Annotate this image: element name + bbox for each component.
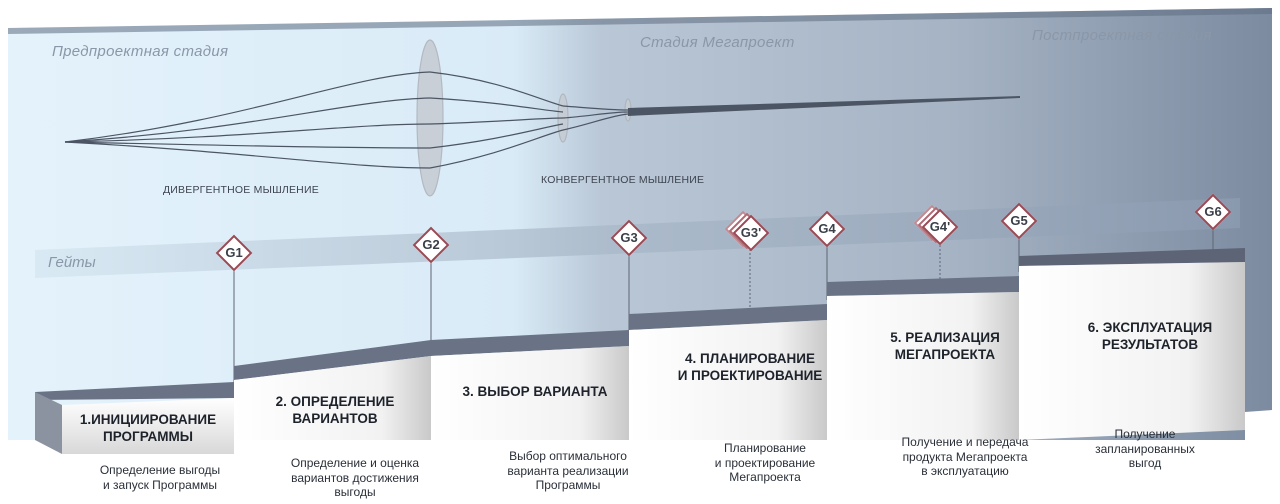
gate-label: G3 bbox=[620, 230, 638, 245]
gate-label: G5 bbox=[1010, 213, 1028, 228]
step-5-title: 5. РЕАЛИЗАЦИЯ МЕГАПРОЕКТА bbox=[880, 329, 1010, 363]
step-desc-line: вариантов достижения bbox=[291, 470, 419, 485]
background-top-edge bbox=[8, 8, 1272, 34]
step-desc-line: Получение и передача bbox=[901, 435, 1029, 449]
step-desc-line: и запуск Программы bbox=[103, 477, 217, 492]
step-desc-line: продукта Мегапроекта bbox=[902, 449, 1028, 464]
step-5-description: Получение и передача продукта Мегапроект… bbox=[880, 435, 1050, 479]
step-desc-line: Определение выгоды bbox=[99, 463, 221, 477]
step-title-line: 3. ВЫБОР ВАРИАНТА bbox=[462, 384, 608, 399]
step-4-title: 4. ПЛАНИРОВАНИЕ И ПРОЕКТИРОВАНИЕ bbox=[670, 350, 830, 384]
step-desc-line: Планирование bbox=[724, 441, 806, 455]
step-title-line: ВАРИАНТОВ bbox=[292, 411, 378, 426]
step-desc-line: Выбор оптимального bbox=[509, 449, 627, 463]
divergent-thinking-label: ДИВЕРГЕНТНОЕ МЫШЛЕНИЕ bbox=[163, 184, 319, 196]
step-desc-line: Программы bbox=[535, 478, 601, 492]
step-6-title: 6. ЭКСПЛУАТАЦИЯ РЕЗУЛЬТАТОВ bbox=[1065, 319, 1235, 353]
stage-label-pre: Предпроектная стадия bbox=[52, 43, 229, 60]
gate-label: G4' bbox=[929, 219, 951, 234]
convergent-thinking-label: КОНВЕРГЕНТНОЕ МЫШЛЕНИЕ bbox=[541, 174, 705, 186]
step-desc-line: варианта реализации bbox=[507, 463, 629, 478]
step-desc-line: в эксплуатацию bbox=[921, 464, 1009, 478]
step-title-line: 6. ЭКСПЛУАТАЦИЯ bbox=[1087, 320, 1213, 335]
step-title-line: И ПРОЕКТИРОВАНИЕ bbox=[677, 368, 823, 383]
step-desc-line: и проектирование bbox=[714, 455, 816, 470]
stage-label-post: Постпроектная стадия bbox=[1032, 27, 1212, 44]
step-3-title: 3. ВЫБОР ВАРИАНТА bbox=[455, 383, 615, 400]
step-title-line: ПРОГРАММЫ bbox=[103, 429, 193, 444]
step-title-line: 4. ПЛАНИРОВАНИЕ bbox=[685, 351, 815, 366]
gate-label: G6 bbox=[1204, 204, 1222, 219]
step-desc-line: выгоды bbox=[334, 485, 376, 499]
gate-label: G1 bbox=[225, 245, 243, 260]
step-desc-line: Определение и оценка bbox=[290, 456, 420, 470]
step-1-title: 1.ИНИЦИИРОВАНИЕ ПРОГРАММЫ bbox=[68, 411, 228, 445]
step-6-description: Получение запланированных выгод bbox=[1075, 427, 1215, 471]
step-title-line: 5. РЕАЛИЗАЦИЯ bbox=[890, 330, 1000, 345]
step-2-description: Определение и оценка вариантов достижени… bbox=[270, 456, 440, 500]
step-title-line: 1.ИНИЦИИРОВАНИЕ bbox=[79, 412, 217, 427]
step-desc-line: выгод bbox=[1128, 456, 1162, 470]
gate-label: G3' bbox=[740, 225, 762, 240]
step-blocks bbox=[35, 248, 1245, 454]
step-2-title: 2. ОПРЕДЕЛЕНИЕ ВАРИАНТОВ bbox=[250, 393, 420, 427]
step-desc-line: Мегапроекта bbox=[729, 470, 801, 484]
step-1-description: Определение выгоды и запуск Программы bbox=[80, 463, 240, 492]
step-title-line: РЕЗУЛЬТАТОВ bbox=[1101, 337, 1199, 352]
step-3-description: Выбор оптимального варианта реализации П… bbox=[483, 449, 653, 493]
gates-track-label: Гейты bbox=[48, 254, 96, 271]
gate-label: G4 bbox=[818, 221, 836, 236]
step-desc-line: запланированных bbox=[1095, 441, 1195, 456]
step-title-line: 2. ОПРЕДЕЛЕНИЕ bbox=[275, 394, 395, 409]
gate-label: G2 bbox=[422, 237, 440, 252]
step-4-description: Планирование и проектирование Мегапроект… bbox=[690, 441, 840, 485]
stage-label-mega: Стадия Мегапроект bbox=[640, 34, 795, 51]
thinking-funnel bbox=[64, 39, 1020, 197]
step-title-line: МЕГАПРОЕКТА bbox=[894, 347, 996, 362]
step-desc-line: Получение bbox=[1114, 427, 1176, 441]
